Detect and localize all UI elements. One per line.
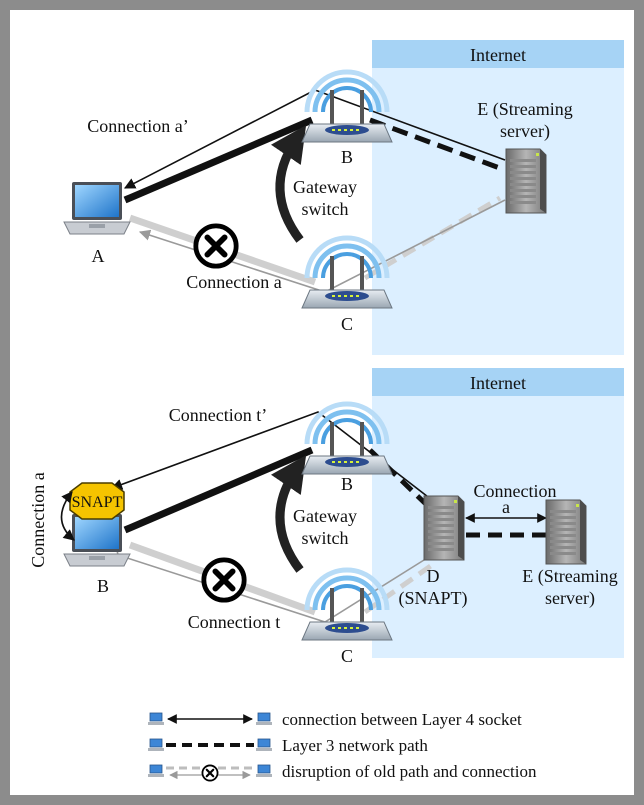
connection-a-vertical-label: Connection a [28, 472, 48, 567]
legend-host-icon [148, 764, 164, 778]
legend-host-icon [256, 764, 272, 778]
node-label-c-top: C [341, 314, 353, 334]
connection-d-e-label-line2: a [502, 497, 510, 517]
node-label-b-router: B [341, 474, 353, 494]
node-label-e-top-line1: E (Streaming [477, 99, 572, 120]
node-label-b-top: B [341, 147, 353, 167]
legend-disruption-icon [201, 764, 219, 782]
old-path-c-e [363, 195, 502, 281]
server-icon-d [423, 495, 465, 561]
connection-a-prime-label: Connection a’ [87, 116, 188, 136]
connection-t-prime-label: Connection t’ [169, 405, 267, 425]
legend-host-icon [148, 738, 164, 752]
legend-host-icon [256, 712, 272, 726]
legend-item-1: connection between Layer 4 socket [282, 710, 522, 729]
legend: connection between Layer 4 socket Layer … [148, 710, 537, 782]
internet-header-bottom [372, 368, 624, 396]
connection-d-e-label-line1: Connection [474, 481, 557, 501]
new-path-b-d [368, 448, 434, 512]
server-icon-e-top [505, 148, 547, 214]
gateway-switch-arrow-bottom [270, 455, 307, 573]
legend-item-3: disruption of old path and connection [282, 762, 537, 781]
disruption-icon-bottom [204, 560, 244, 600]
node-label-d-line2: (SNAPT) [398, 588, 467, 609]
node-label-b-host: B [97, 576, 109, 596]
connection-a-label: Connection a [186, 272, 281, 292]
internet-header-top [372, 40, 624, 68]
connection-a-snapt-loop [60, 491, 75, 541]
legend-host-icon [148, 712, 164, 726]
legend-host-icon [256, 738, 272, 752]
server-icon-e-bottom [545, 499, 587, 565]
connection-t-label: Connection t [188, 612, 281, 632]
gateway-switch-label-top-line2: switch [302, 199, 349, 219]
node-label-d-line1: D [427, 566, 440, 586]
gateway-switch-label-bottom-line2: switch [302, 528, 349, 548]
legend-item-2: Layer 3 network path [282, 736, 428, 755]
gateway-switch-arrow [270, 125, 307, 243]
connection-t-prime-arrow [110, 411, 433, 501]
node-label-e-bottom-line1: E (Streaming [522, 566, 617, 587]
node-label-e-top-line2: server) [500, 121, 550, 142]
disruption-icon-top [196, 226, 236, 266]
node-label-a: A [92, 246, 105, 266]
top-panel: Internet A B C E (Streaming server) Conn… [63, 40, 624, 355]
node-label-c-bottom: C [341, 646, 353, 666]
gateway-switch-label-bottom-line1: Gateway [293, 506, 357, 526]
snapt-badge-label: SNAPT [72, 494, 123, 511]
internet-label-top: Internet [470, 45, 526, 65]
bottom-panel: Internet SNAPT Connection a B B C D [28, 368, 624, 666]
laptop-icon-a [63, 181, 131, 235]
gateway-switch-label-top-line1: Gateway [293, 177, 357, 197]
internet-label-bottom: Internet [470, 373, 526, 393]
node-label-e-bottom-line2: server) [545, 588, 595, 609]
